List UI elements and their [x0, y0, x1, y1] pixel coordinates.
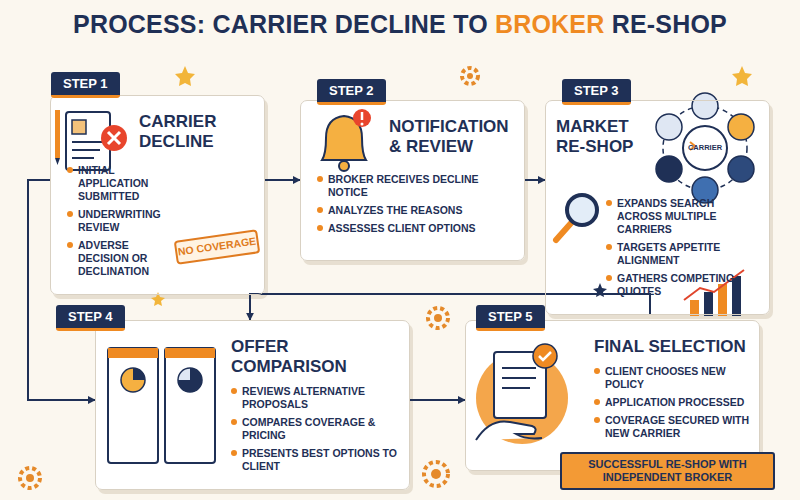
bullet-list: CLIENT CHOOSES NEW POLICY APPLICATION PRO… [594, 365, 759, 440]
bullet-list: INITIAL APPLICATION SUBMITTED UNDERWRITIN… [67, 164, 175, 278]
card-fill [300, 100, 525, 261]
process-step-card: STEP 4OFFER COMPARISONREVIEWS ALTERNATIV… [95, 320, 410, 490]
bullet-item: ANALYZES THE REASONS [317, 204, 512, 217]
bullet-item: APPLICATION PROCESSED [594, 396, 759, 409]
bullet-item: ADVERSE DECISION OR DECLINATION [67, 239, 175, 278]
flow-arrow [265, 179, 300, 181]
bullet-item: ASSESSES CLIENT OPTIONS [317, 222, 512, 235]
step-badge: STEP 4 [56, 305, 125, 331]
step-heading: CARRIER DECLINE [139, 112, 264, 152]
title: PROCESS: CARRIER DECLINE TO BROKER RE-SH… [0, 10, 800, 39]
bullet-list: EXPANDS SEARCH ACROSS MULTIPLE CARRIERS T… [606, 197, 756, 298]
card-fill [50, 95, 265, 295]
star-decor [151, 66, 752, 306]
step-badge: STEP 5 [476, 305, 545, 331]
bullet-item: PRESENTS BEST OPTIONS TO CLIENT [231, 447, 403, 473]
magnifier-icon [556, 195, 597, 240]
bullet-item: REVIEWS ALTERNATIVE PROPOSALS [231, 385, 403, 411]
card-fill [545, 100, 770, 315]
banner-label: SUCCESSFUL RE-SHOP WITH INDEPENDENT BROK… [560, 452, 775, 490]
bullet-item: TARGETS APPETITE ALIGNMENT [606, 241, 756, 267]
step-heading: OFFER COMPARISON [231, 337, 406, 377]
flow-arrow [250, 294, 650, 320]
wheel-label: CARRIER [684, 143, 726, 152]
carrier-wheel [656, 93, 754, 203]
step-heading: NOTIFICATION & REVIEW [389, 117, 524, 157]
process-step-card: STEP 1CARRIER DECLINEINITIAL APPLICATION… [50, 95, 265, 295]
bullet-item: EXPANDS SEARCH ACROSS MULTIPLE CARRIERS [606, 197, 756, 236]
stamp-frame [175, 230, 259, 263]
step-heading: MARKET RE-SHOP [556, 117, 656, 157]
bullet-item: INITIAL APPLICATION SUBMITTED [67, 164, 175, 203]
proposal-documents [108, 348, 215, 463]
bullet-item: GATHERS COMPETING QUOTES [606, 272, 756, 298]
bullet-list: REVIEWS ALTERNATIVE PROPOSALS COMPARES CO… [231, 385, 403, 473]
process-step-card: STEP 3MARKET RE-SHOPEXPANDS SEARCH ACROS… [545, 100, 770, 315]
card-fill [465, 320, 760, 471]
signed-policy-icon [476, 344, 568, 444]
bullet-item: COMPARES COVERAGE & PRICING [231, 416, 403, 442]
flow-arrow [410, 399, 465, 401]
bell-icon [322, 109, 371, 171]
bullet-list: BROKER RECEIVES DECLINE NOTICE ANALYZES T… [317, 173, 512, 235]
flow-arrow [525, 179, 545, 181]
bullet-item: COVERAGE SECURED WITH NEW CARRIER [594, 414, 759, 440]
step-badge: STEP 1 [51, 72, 120, 98]
bullet-item: UNDERWRITING REVIEW [67, 208, 175, 234]
step-heading: FINAL SELECTION [594, 337, 759, 357]
process-step-card: STEP 5FINAL SELECTIONCLIENT CHOOSES NEW … [465, 320, 760, 471]
card-fill [95, 320, 410, 490]
declined-document-icon [55, 110, 127, 170]
bullet-item: CLIENT CHOOSES NEW POLICY [594, 365, 759, 391]
process-step-card: STEP 2NOTIFICATION & REVIEWBROKER RECEIV… [300, 100, 525, 261]
step-badge: STEP 2 [317, 79, 386, 105]
bullet-item: BROKER RECEIVES DECLINE NOTICE [317, 173, 512, 199]
step-badge: STEP 3 [562, 79, 631, 105]
